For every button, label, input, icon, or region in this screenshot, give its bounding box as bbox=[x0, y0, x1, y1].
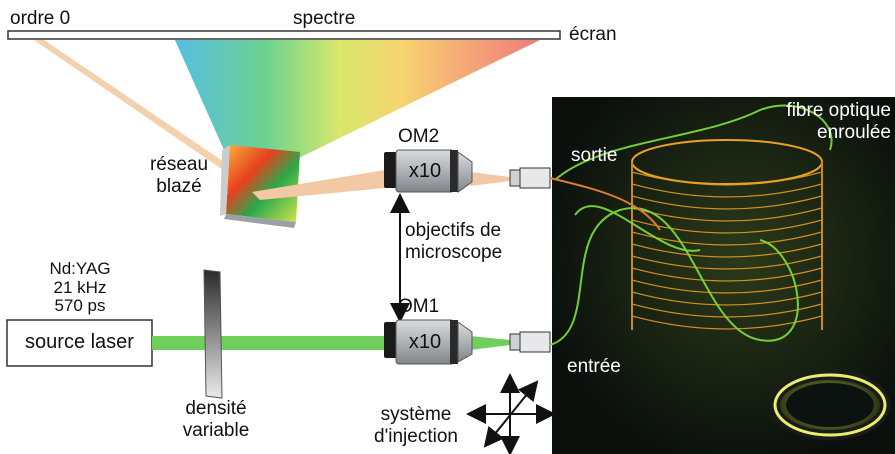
spectre-label: spectre bbox=[293, 8, 356, 29]
densite-label-line1: densité bbox=[185, 398, 247, 419]
fibre-connector-bottom bbox=[509, 331, 551, 353]
zero-order-beam bbox=[34, 40, 236, 172]
source-laser-label: source laser bbox=[25, 331, 134, 353]
om1-magnification: x10 bbox=[408, 331, 442, 353]
om2-objective bbox=[384, 149, 473, 193]
objectifs-label-line2: microscope bbox=[405, 241, 503, 263]
laser-specs: Nd:YAG 21 kHz 570 ps bbox=[35, 259, 125, 316]
fibre-label-line1: fibre optique bbox=[786, 100, 891, 121]
ordre0-label: ordre 0 bbox=[10, 8, 71, 29]
fibre-connector-top bbox=[509, 167, 551, 189]
orange-beam-out bbox=[470, 172, 510, 186]
densite-filter bbox=[203, 269, 223, 399]
source-laser-box bbox=[6, 319, 153, 367]
densite-label-line2: variable bbox=[182, 419, 250, 441]
ecran-screen bbox=[7, 30, 561, 40]
spectrum-fan bbox=[175, 40, 540, 178]
green-beam bbox=[152, 336, 397, 350]
laser-spec-type: Nd:YAG bbox=[49, 259, 111, 278]
reseau-label-line1: réseau bbox=[149, 154, 209, 175]
om1-objective bbox=[384, 319, 473, 365]
injection-arrows bbox=[466, 373, 556, 454]
reseau-blaze bbox=[220, 145, 300, 228]
systeme-label-line1: système bbox=[380, 404, 452, 425]
entree-label: entrée bbox=[567, 356, 621, 377]
laser-spec-rate: 21 kHz bbox=[53, 277, 107, 297]
objectifs-label-line1: objectifs de bbox=[405, 220, 502, 241]
ecran-label: écran bbox=[569, 24, 617, 45]
om1-label: OM1 bbox=[398, 296, 440, 317]
objectifs-label: objectifs de microscope bbox=[405, 220, 502, 264]
systeme-label-line2: d'injection bbox=[374, 425, 458, 447]
sortie-label: sortie bbox=[571, 145, 618, 166]
fibre-label-line2: enroulée bbox=[817, 121, 891, 143]
fibre-label: fibre optique enroulée bbox=[786, 100, 891, 144]
reseau-label-line2: blazé bbox=[156, 175, 202, 197]
laser-spec-pulse: 570 ps bbox=[54, 296, 106, 316]
densite-label: densité variable bbox=[168, 398, 264, 442]
reseau-label: réseau blazé bbox=[140, 154, 218, 198]
fibre-photo bbox=[549, 97, 895, 454]
green-beam-out bbox=[470, 336, 510, 350]
om2-magnification: x10 bbox=[408, 160, 442, 182]
om2-label: OM2 bbox=[398, 126, 440, 147]
orange-beam bbox=[252, 170, 385, 200]
systeme-label: système d'injection bbox=[362, 404, 470, 448]
